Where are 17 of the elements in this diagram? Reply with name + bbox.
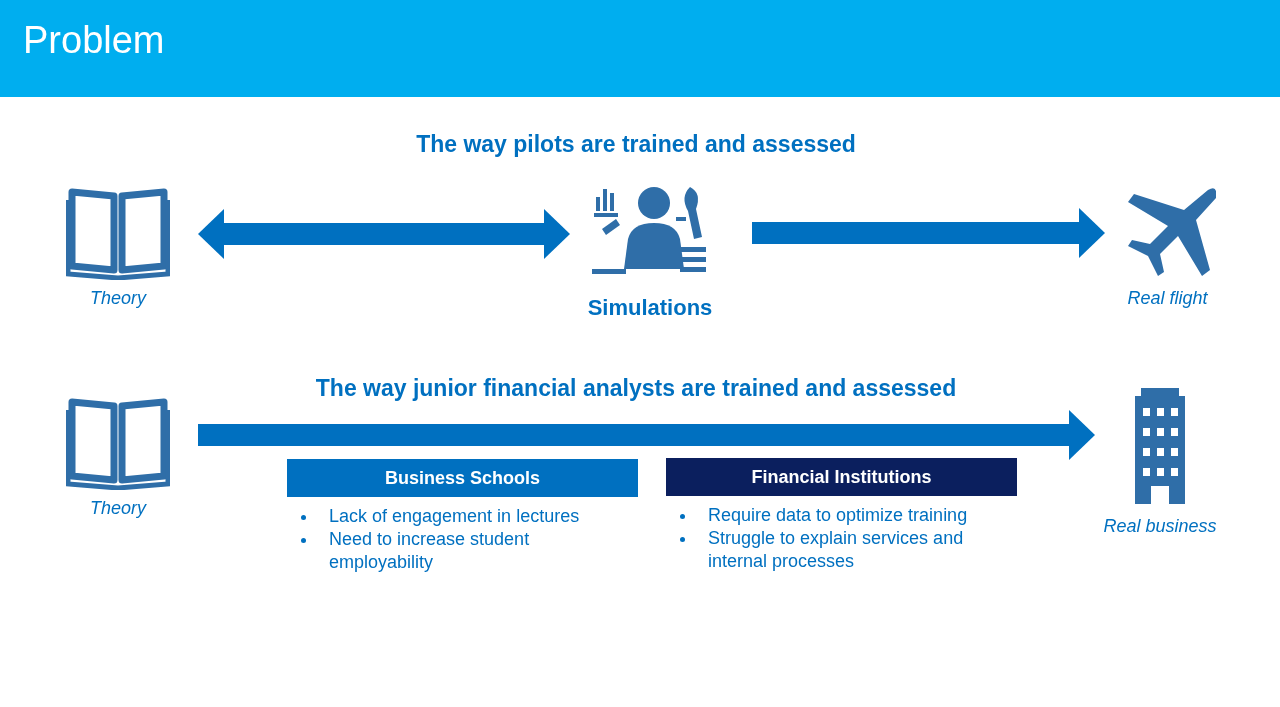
category-banner: Financial Institutions	[666, 458, 1017, 496]
icon-caption: Real flight	[1126, 288, 1209, 309]
category-banner: Business Schools	[287, 459, 638, 497]
arrow	[198, 410, 1095, 460]
bullet-text: Lack of engagement in lectures	[329, 506, 580, 526]
icon-caption: Theory	[89, 498, 148, 519]
double-arrow	[198, 209, 570, 259]
icon-caption: Theory	[89, 288, 148, 309]
bullet-text: Require data to optimize training	[708, 505, 968, 525]
bullet-text: Need to increase student employability	[329, 529, 530, 572]
bullet-text: Struggle to explain services and internal processes	[708, 528, 964, 571]
slide-title: Problem	[23, 18, 165, 62]
section-heading: The way pilots are trained and assessed	[416, 131, 856, 158]
section-heading: The way junior financial analysts are trained and assessed	[315, 375, 957, 402]
icon-caption: Simulations	[586, 295, 714, 321]
icon-caption: Real business	[1102, 516, 1218, 537]
arrow	[752, 208, 1105, 258]
